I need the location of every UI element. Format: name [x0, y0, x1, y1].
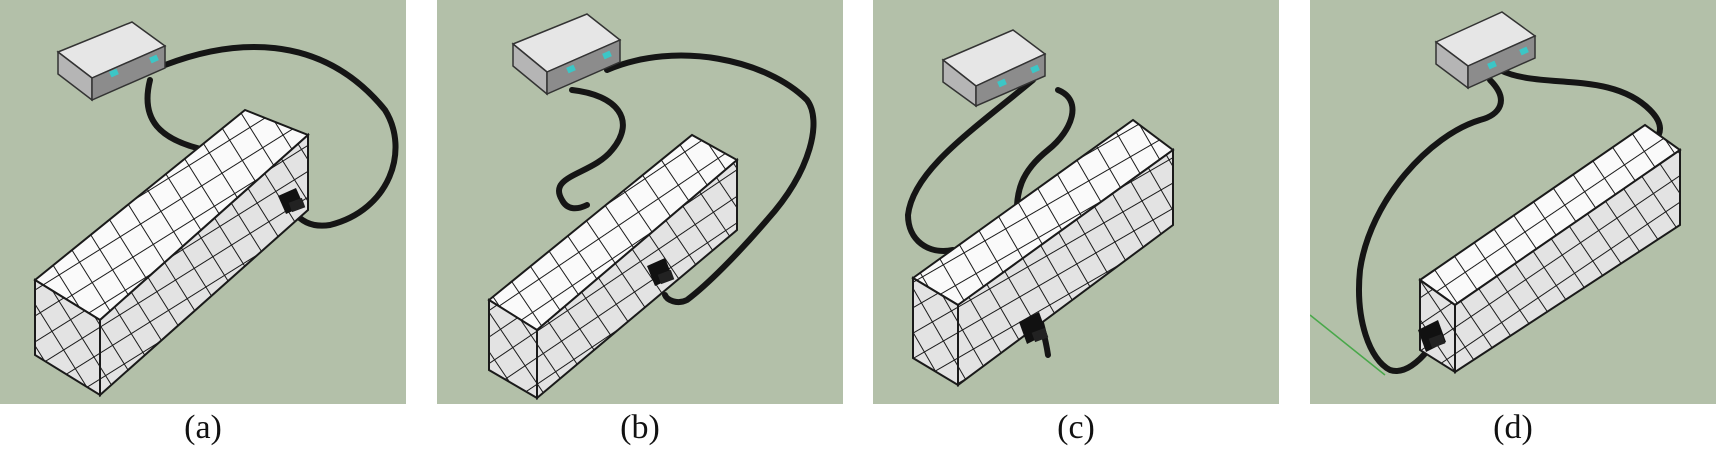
- panel-b-drawing: [487, 13, 817, 401]
- panel-d-drawing: [1310, 11, 1682, 376]
- cable: [144, 43, 399, 229]
- guide-line: [1310, 314, 1386, 376]
- panel-c-drawing: [904, 29, 1175, 387]
- panel-a: [0, 0, 406, 404]
- network-device-icon: [941, 29, 1047, 108]
- cable: [1356, 67, 1663, 374]
- cable: [556, 52, 817, 306]
- connector-plug-icon: [278, 188, 306, 214]
- panel-b: [437, 0, 843, 404]
- network-device-icon: [56, 21, 167, 102]
- panel-a-drawing: [33, 21, 399, 398]
- caption-d: (d): [1493, 409, 1533, 446]
- cube-block: [911, 118, 1175, 387]
- caption-b: (b): [620, 409, 660, 446]
- connector-plug-icon: [647, 258, 675, 286]
- cube-block: [33, 108, 310, 398]
- cube-block: [487, 133, 739, 401]
- panel-d: [1310, 0, 1716, 404]
- cube-block: [1418, 123, 1682, 374]
- panel-c: [873, 0, 1279, 404]
- network-device-icon: [511, 13, 622, 96]
- connector-plug-icon: [1019, 312, 1049, 344]
- connector-plug-icon: [1418, 320, 1446, 352]
- caption-c: (c): [1057, 409, 1095, 446]
- network-device-icon: [1434, 11, 1537, 90]
- caption-a: (a): [184, 409, 222, 446]
